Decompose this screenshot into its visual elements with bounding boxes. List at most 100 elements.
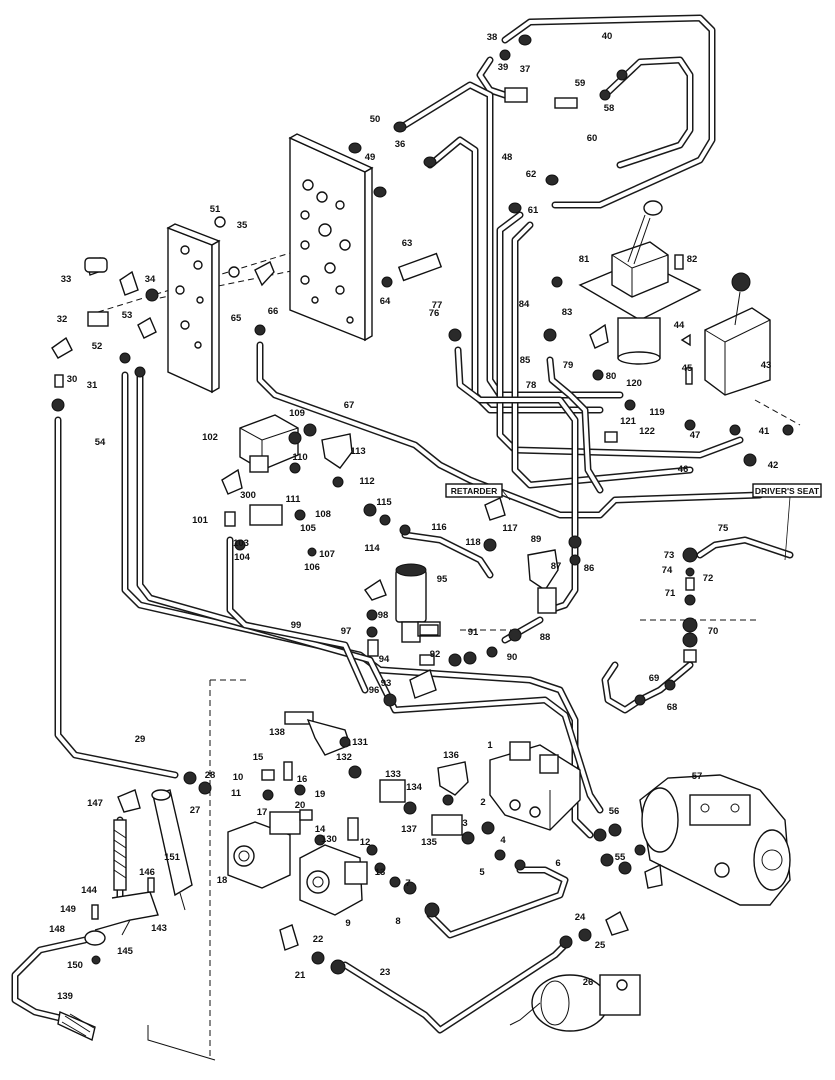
callout-114: 114 <box>364 543 380 554</box>
callout-99: 99 <box>291 620 302 631</box>
callout-75: 75 <box>718 523 729 534</box>
callout-7: 7 <box>405 878 410 889</box>
callout-59: 59 <box>575 78 586 89</box>
callout-92: 92 <box>430 649 441 660</box>
callout-41: 41 <box>759 426 770 437</box>
callout-132: 132 <box>336 752 352 763</box>
callout-5: 5 <box>479 867 485 878</box>
callout-116: 116 <box>431 522 446 533</box>
callout-64: 64 <box>380 296 391 307</box>
valve-89 <box>527 549 559 614</box>
callout-134: 134 <box>406 782 423 793</box>
callout-130: 130 <box>321 834 337 845</box>
callout-52: 52 <box>92 341 103 352</box>
callout-147: 147 <box>87 798 103 809</box>
callout-35: 35 <box>237 220 248 231</box>
callout-50: 50 <box>370 114 381 125</box>
callout-133: 133 <box>385 769 401 780</box>
brake-valve-26 <box>509 974 641 1032</box>
callout-48: 48 <box>502 152 513 163</box>
callout-21: 21 <box>295 970 306 981</box>
callout-20: 20 <box>295 800 306 811</box>
callout-58: 58 <box>604 103 615 114</box>
callout-6: 6 <box>555 858 560 869</box>
callout-36: 36 <box>395 139 406 150</box>
callout-78: 78 <box>526 380 537 391</box>
callout-71: 71 <box>665 588 676 599</box>
callout-numbers: 1234567891011121314151617181920212223242… <box>49 31 778 1002</box>
valve-113 <box>321 433 353 469</box>
callout-300: 300 <box>240 490 256 501</box>
hose-147-braided <box>113 819 127 891</box>
callout-27: 27 <box>190 805 201 816</box>
callout-86: 86 <box>584 563 595 574</box>
callout-87: 87 <box>551 561 562 572</box>
callout-56: 56 <box>609 806 620 817</box>
callout-105: 105 <box>300 523 317 534</box>
callout-33: 33 <box>61 274 72 285</box>
callout-77: 77 <box>432 300 443 311</box>
callout-14: 14 <box>315 824 326 835</box>
callout-12: 12 <box>360 837 371 848</box>
callout-98: 98 <box>378 610 389 621</box>
solenoid-valve-102 <box>239 414 299 473</box>
callout-16: 16 <box>297 774 308 785</box>
callout-61: 61 <box>528 205 539 216</box>
callout-70: 70 <box>708 626 719 637</box>
callout-24: 24 <box>575 912 586 923</box>
callout-109: 109 <box>289 408 305 419</box>
callout-85: 85 <box>520 355 531 366</box>
callout-84: 84 <box>519 299 530 310</box>
manifold-plate-large <box>288 133 374 342</box>
callout-118: 118 <box>465 537 480 548</box>
callout-49: 49 <box>365 152 376 163</box>
callout-53: 53 <box>122 310 133 321</box>
callout-55: 55 <box>615 852 626 863</box>
callout-46: 46 <box>678 464 689 475</box>
callout-97: 97 <box>341 626 352 637</box>
callout-60: 60 <box>587 133 598 144</box>
callout-101: 101 <box>192 515 209 526</box>
callout-22: 22 <box>313 934 324 945</box>
callout-63: 63 <box>402 238 413 249</box>
callout-44: 44 <box>674 320 685 331</box>
callout-2: 2 <box>480 797 485 808</box>
callout-95: 95 <box>437 574 448 585</box>
callout-115: 115 <box>376 497 392 508</box>
callout-91: 91 <box>468 627 479 638</box>
callout-103: 103 <box>233 538 249 549</box>
callout-76: 76 <box>429 308 440 319</box>
callout-67: 67 <box>344 400 355 411</box>
label-box-retarder: RETARDER <box>445 483 511 501</box>
callout-82: 82 <box>687 254 698 265</box>
joystick-valve-43 <box>704 272 771 396</box>
callout-3: 3 <box>462 818 467 829</box>
gearbox-57 <box>639 774 791 906</box>
callout-119: 119 <box>649 407 664 418</box>
callout-148: 148 <box>49 924 65 935</box>
drivers-seat-label: DRIVER'S SEAT <box>755 486 820 496</box>
callout-80: 80 <box>606 371 617 382</box>
callout-39: 39 <box>498 62 509 73</box>
callout-18: 18 <box>217 875 228 886</box>
callout-43: 43 <box>761 360 772 371</box>
callout-38: 38 <box>487 32 498 43</box>
callout-25: 25 <box>595 940 606 951</box>
callout-9: 9 <box>345 918 350 929</box>
callout-81: 81 <box>579 254 590 265</box>
callout-136: 136 <box>443 750 459 761</box>
callout-42: 42 <box>768 460 779 471</box>
callout-113: 113 <box>350 446 365 457</box>
callout-135: 135 <box>421 837 438 848</box>
bracket-143 <box>84 891 159 946</box>
callout-8: 8 <box>395 916 400 927</box>
callout-143: 143 <box>151 923 167 934</box>
callout-69: 69 <box>649 673 660 684</box>
fittings <box>51 34 794 975</box>
callout-131: 131 <box>352 737 369 748</box>
callout-110: 110 <box>292 452 307 463</box>
callout-102: 102 <box>202 432 218 443</box>
callout-121: 121 <box>620 416 637 427</box>
